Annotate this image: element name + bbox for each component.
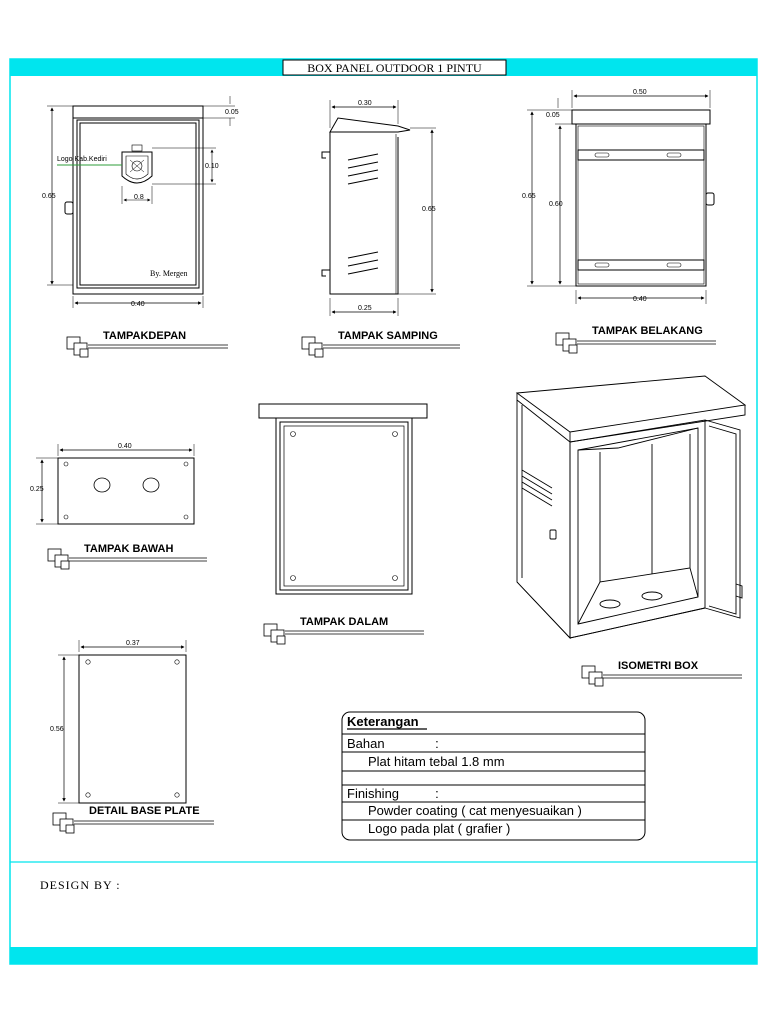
dim-back-height: 0.65 — [522, 193, 536, 200]
dim-side-top: 0.30 — [358, 100, 372, 107]
keterangan-heading: Keterangan — [347, 714, 419, 729]
bottom-view — [36, 444, 195, 525]
view-symbol-icon — [47, 548, 207, 570]
view-symbol-icon — [555, 332, 716, 354]
dim-front-width: 0.40 — [131, 301, 145, 308]
title-block: BOX PANEL OUTDOOR 1 PINTU — [282, 59, 507, 76]
dim-side-height: 0.65 — [422, 206, 436, 213]
dim-back-top: 0.50 — [633, 89, 647, 96]
logo-emblem-icon — [121, 144, 153, 184]
sheet-frame — [9, 58, 758, 965]
inner-view — [258, 403, 428, 595]
design-by-label: DESIGN BY : — [40, 878, 121, 892]
dim-front-logo-h: 0.10 — [205, 163, 219, 170]
logo-label: Logo Kab.Kediri — [57, 156, 107, 163]
view-symbol-icon — [301, 336, 460, 358]
side-view — [321, 100, 436, 316]
label-isometri-box: ISOMETRI BOX — [618, 660, 699, 672]
dim-front-logo-w: 0.8 — [134, 194, 144, 201]
keterangan-row: Powder coating ( cat menyesuaikan ) — [368, 803, 582, 818]
dim-front-top: 0.05 — [225, 109, 239, 116]
view-symbol-icon — [263, 623, 424, 645]
dim-plate-width: 0.37 — [126, 640, 140, 647]
label-tampak-dalam: TAMPAK DALAM — [300, 616, 388, 628]
label-tampak-samping: TAMPAK SAMPING — [338, 330, 438, 342]
isometric-box — [515, 375, 747, 640]
keterangan-row: Bahan : — [347, 736, 439, 751]
back-view — [527, 90, 715, 304]
dim-bottom-height: 0.25 — [30, 486, 44, 493]
front-view — [47, 96, 235, 308]
keterangan-row: Logo pada plat ( grafier ) — [368, 821, 510, 836]
view-symbol-icon — [66, 336, 228, 358]
keterangan-row: Plat hitam tebal 1.8 mm — [368, 754, 505, 769]
dim-side-bottom: 0.25 — [358, 305, 372, 312]
sheet-title: BOX PANEL OUTDOOR 1 PINTU — [307, 61, 482, 75]
base-plate — [58, 640, 187, 804]
keterangan-table — [341, 711, 646, 841]
signature-text: By. Mergen — [150, 269, 188, 278]
label-tampak-depan: TAMPAKDEPAN — [103, 330, 186, 342]
view-symbol-icon — [581, 665, 742, 687]
dim-bottom-width: 0.40 — [118, 443, 132, 450]
label-tampak-belakang: TAMPAK BELAKANG — [592, 325, 703, 337]
label-detail-base-plate: DETAIL BASE PLATE — [89, 805, 200, 817]
dim-back-width: 0.40 — [633, 296, 647, 303]
view-symbol-icon — [52, 812, 214, 834]
label-tampak-bawah: TAMPAK BAWAH — [84, 543, 173, 555]
keterangan-row: Finishing : — [347, 786, 439, 801]
dim-back-roof: 0.05 — [546, 112, 560, 119]
dim-front-height: 0.65 — [42, 193, 56, 200]
dim-plate-height: 0.56 — [50, 726, 64, 733]
dim-back-inner: 0.60 — [549, 201, 563, 208]
